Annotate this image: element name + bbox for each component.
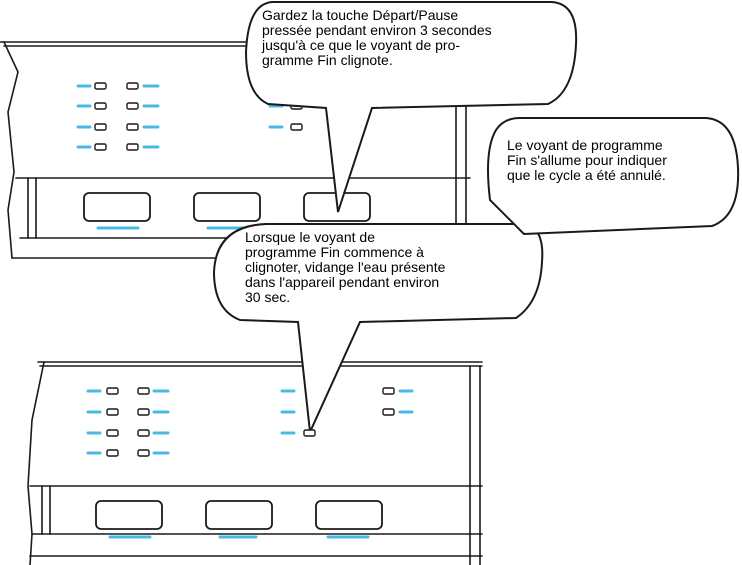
callout-bubble-hold-start [244, 1, 578, 213]
callout-bubble-end-light [487, 117, 740, 236]
indicator-grid-bottom [86, 387, 414, 457]
control-panel-bottom [27, 361, 483, 565]
callout-text-hold-start: Gardez la touche Départ/Pause pressée pe… [262, 7, 492, 68]
callout-text-drain: Lorsque le voyant de programme Fin comme… [245, 229, 446, 305]
callout-text-end-light: Le voyant de programme Fin s'allume pour… [507, 137, 667, 183]
buttons-bottom [95, 500, 383, 539]
buttons-top [83, 192, 371, 230]
end-indicator-light [303, 429, 316, 437]
